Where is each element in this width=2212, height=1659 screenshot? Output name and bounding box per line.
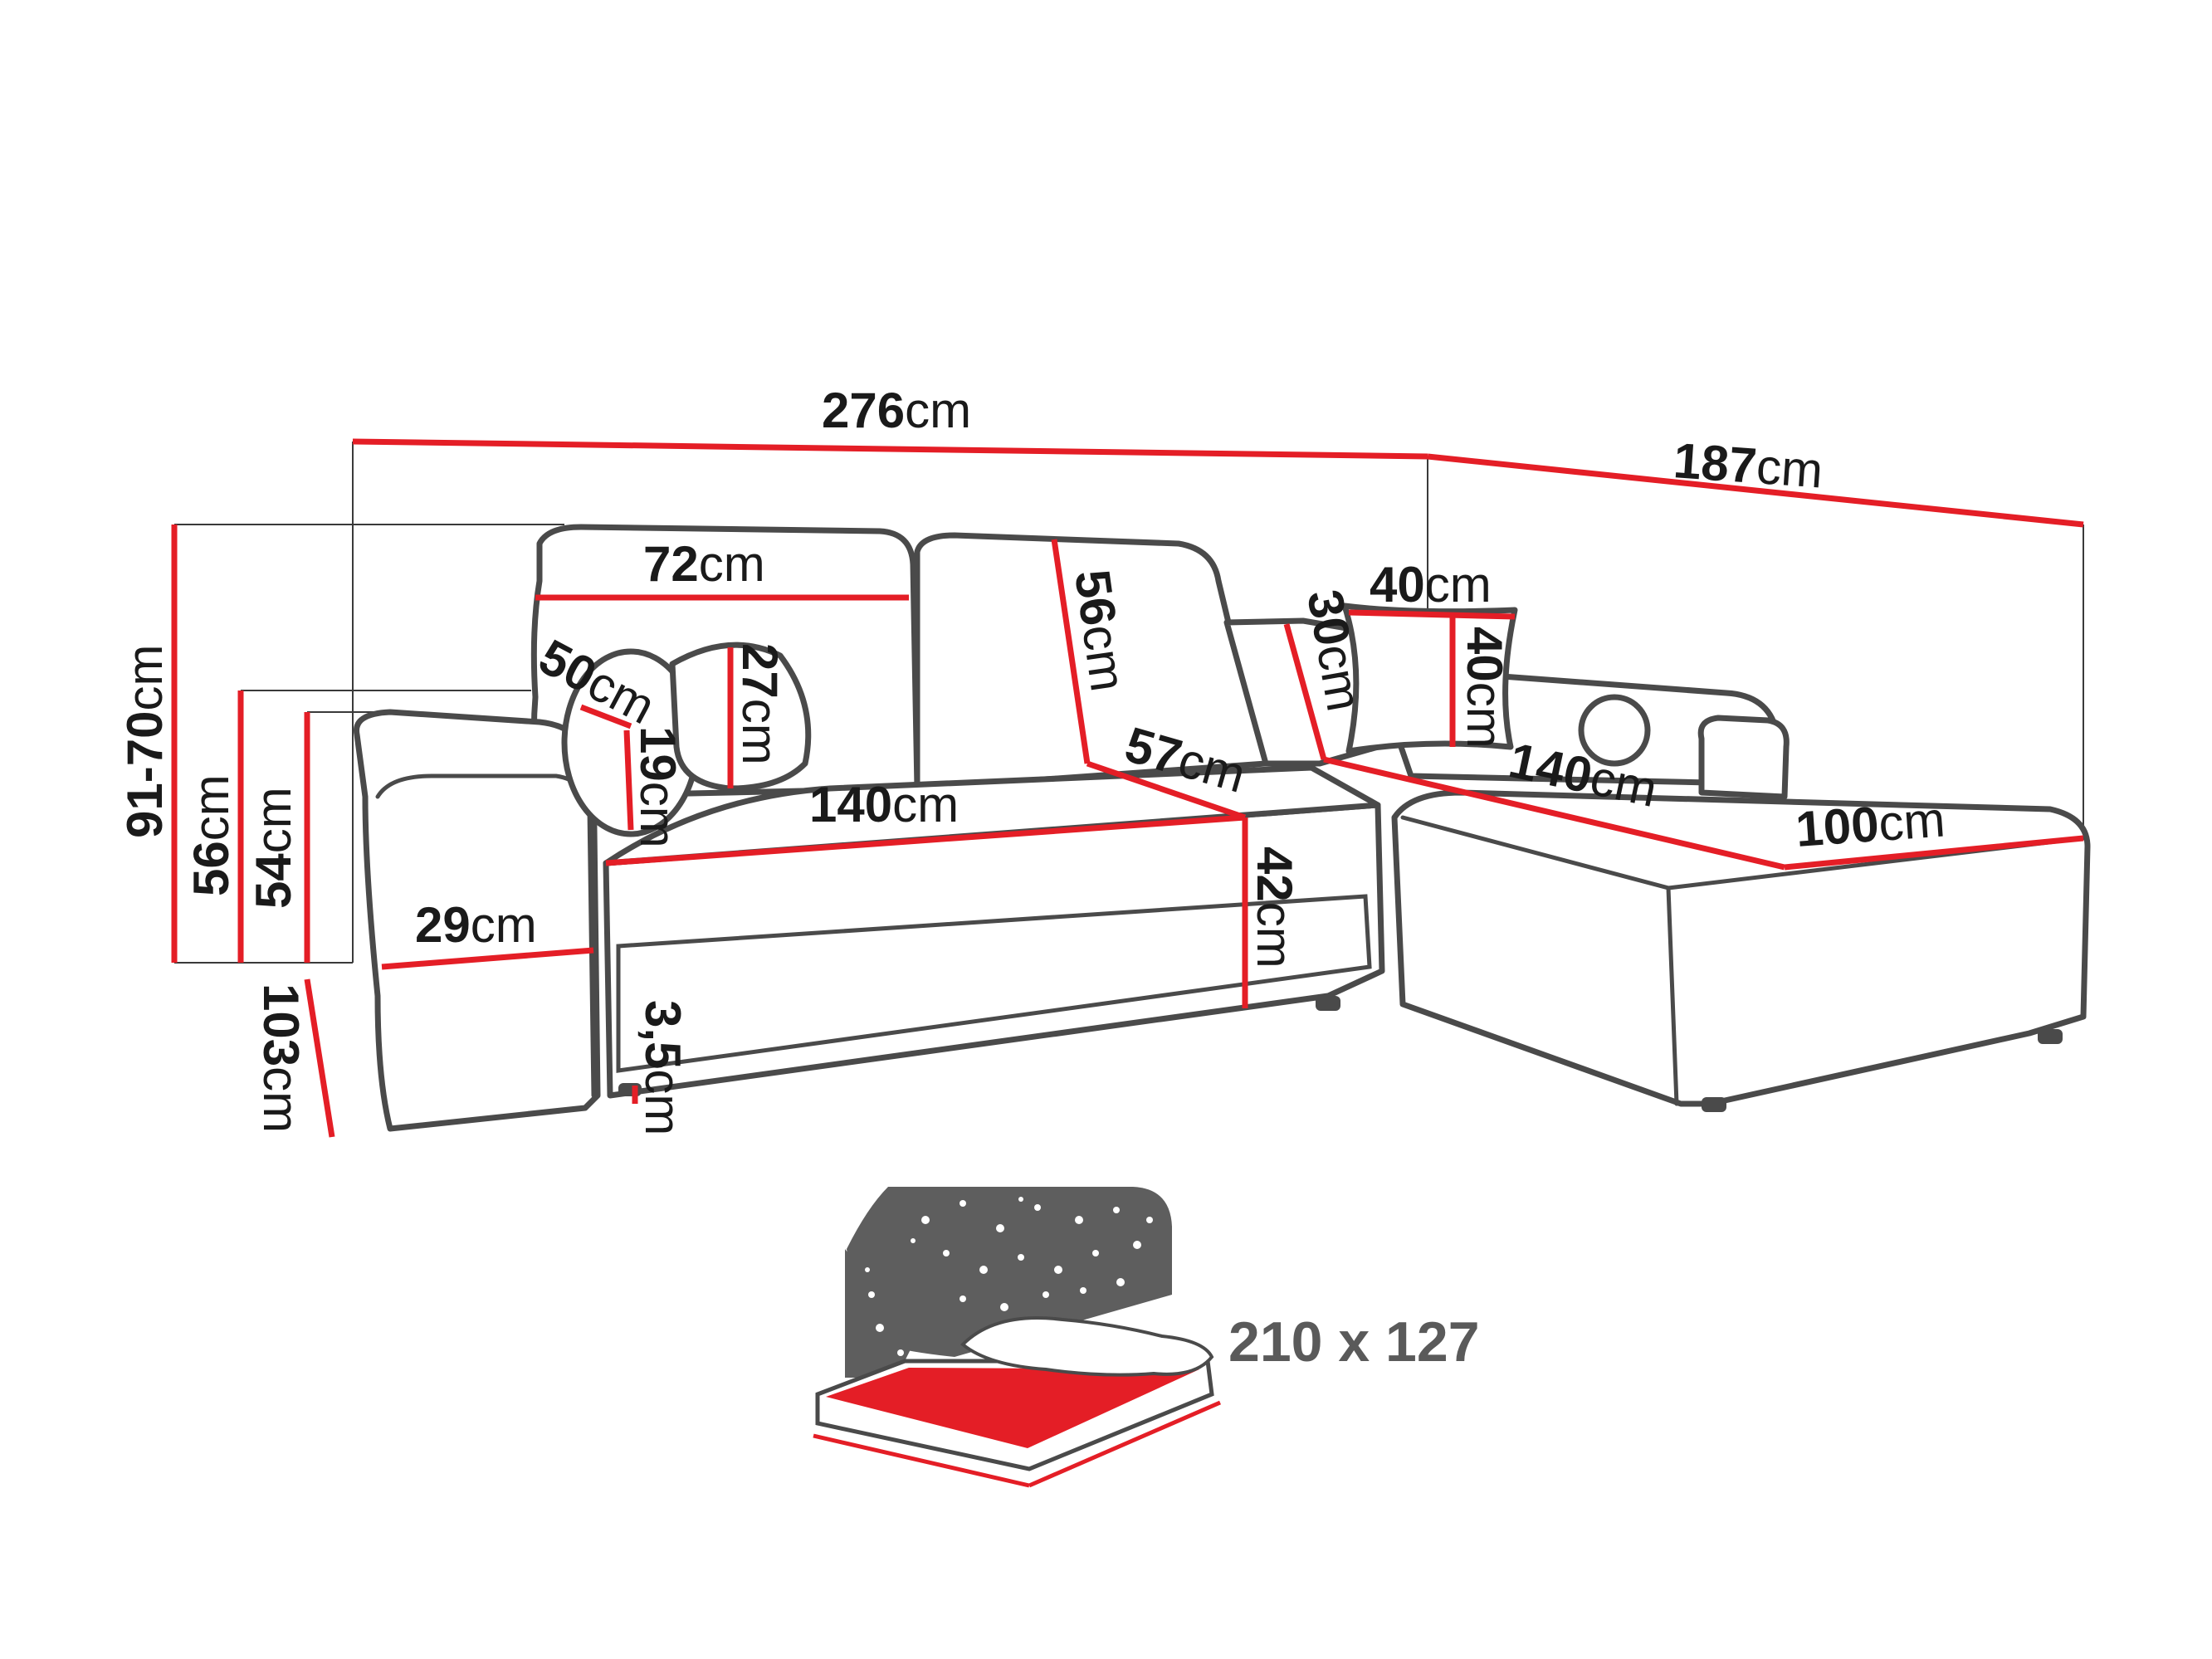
chaise-seat <box>1391 789 2091 1107</box>
sofa-outline <box>354 524 2091 1132</box>
bed-width-arrow <box>1028 1400 1221 1488</box>
measure-140-chaise <box>1323 756 1785 871</box>
label-40-width: 40cm <box>1370 557 1492 612</box>
measure-29 <box>381 947 594 970</box>
chaise-right-arm <box>1697 715 1790 800</box>
mattress <box>826 1368 1199 1448</box>
right-backrest <box>914 532 1269 792</box>
label-187: 187cm <box>1672 432 1824 498</box>
pillow-icon <box>960 1316 1214 1377</box>
sleeping-area-icon: 210 x 127 <box>813 1187 1480 1488</box>
bed-length-arrow <box>813 1433 1030 1488</box>
measure-187 <box>1427 453 2084 528</box>
measure-103 <box>304 978 335 1138</box>
sleeping-area-label: 210 x 127 <box>1228 1310 1480 1374</box>
label-30: 30cm <box>1296 586 1372 715</box>
measure-140-seat <box>605 814 1246 866</box>
measure-40-width <box>1348 609 1516 620</box>
label-42: 42cm <box>1247 847 1302 969</box>
label-27: 27cm <box>732 643 788 765</box>
measure-50 <box>579 704 632 729</box>
corner-pillow <box>1341 603 1518 754</box>
measure-276 <box>352 438 1428 460</box>
label-103: 103cm <box>253 983 309 1133</box>
label-140-seat: 140cm <box>809 777 959 832</box>
night-panel-lower <box>845 1249 921 1378</box>
leg <box>2038 1029 2063 1044</box>
seat-cushion <box>603 764 1381 866</box>
stars-icon <box>865 1197 1153 1356</box>
measure-56-back <box>1051 539 1091 764</box>
measure-100 <box>1784 835 2084 871</box>
label-54: 54cm <box>246 787 301 909</box>
night-sky-panel <box>847 1187 1172 1357</box>
label-56-back: 56cm <box>1064 566 1136 695</box>
leg <box>1316 996 1340 1011</box>
label-276: 276cm <box>822 383 971 438</box>
label-3-5: 3,5cm <box>635 1000 691 1135</box>
measure-19 <box>623 729 634 831</box>
measurement-lines <box>171 438 2084 1138</box>
square-cushion <box>669 642 812 792</box>
drawer-line <box>616 894 1372 1073</box>
label-100: 100cm <box>1794 792 1946 857</box>
label-56-left: 56cm <box>183 774 239 896</box>
chaise-bolster <box>1578 694 1651 767</box>
label-72: 72cm <box>643 536 765 592</box>
label-29: 29cm <box>415 897 537 953</box>
measure-57 <box>1086 760 1247 821</box>
guide-lines <box>174 442 2084 964</box>
leg <box>1702 1097 1726 1112</box>
measure-30 <box>1283 623 1327 760</box>
label-91-70: 91-70cm <box>117 645 173 838</box>
dimension-labels: 276cm 187cm 91-70cm 56cm 54cm 103cm 72cm… <box>117 383 1947 1135</box>
left-armrest <box>354 709 601 1132</box>
label-19: 19cm <box>630 726 686 848</box>
label-40-height: 40cm <box>1457 627 1512 749</box>
